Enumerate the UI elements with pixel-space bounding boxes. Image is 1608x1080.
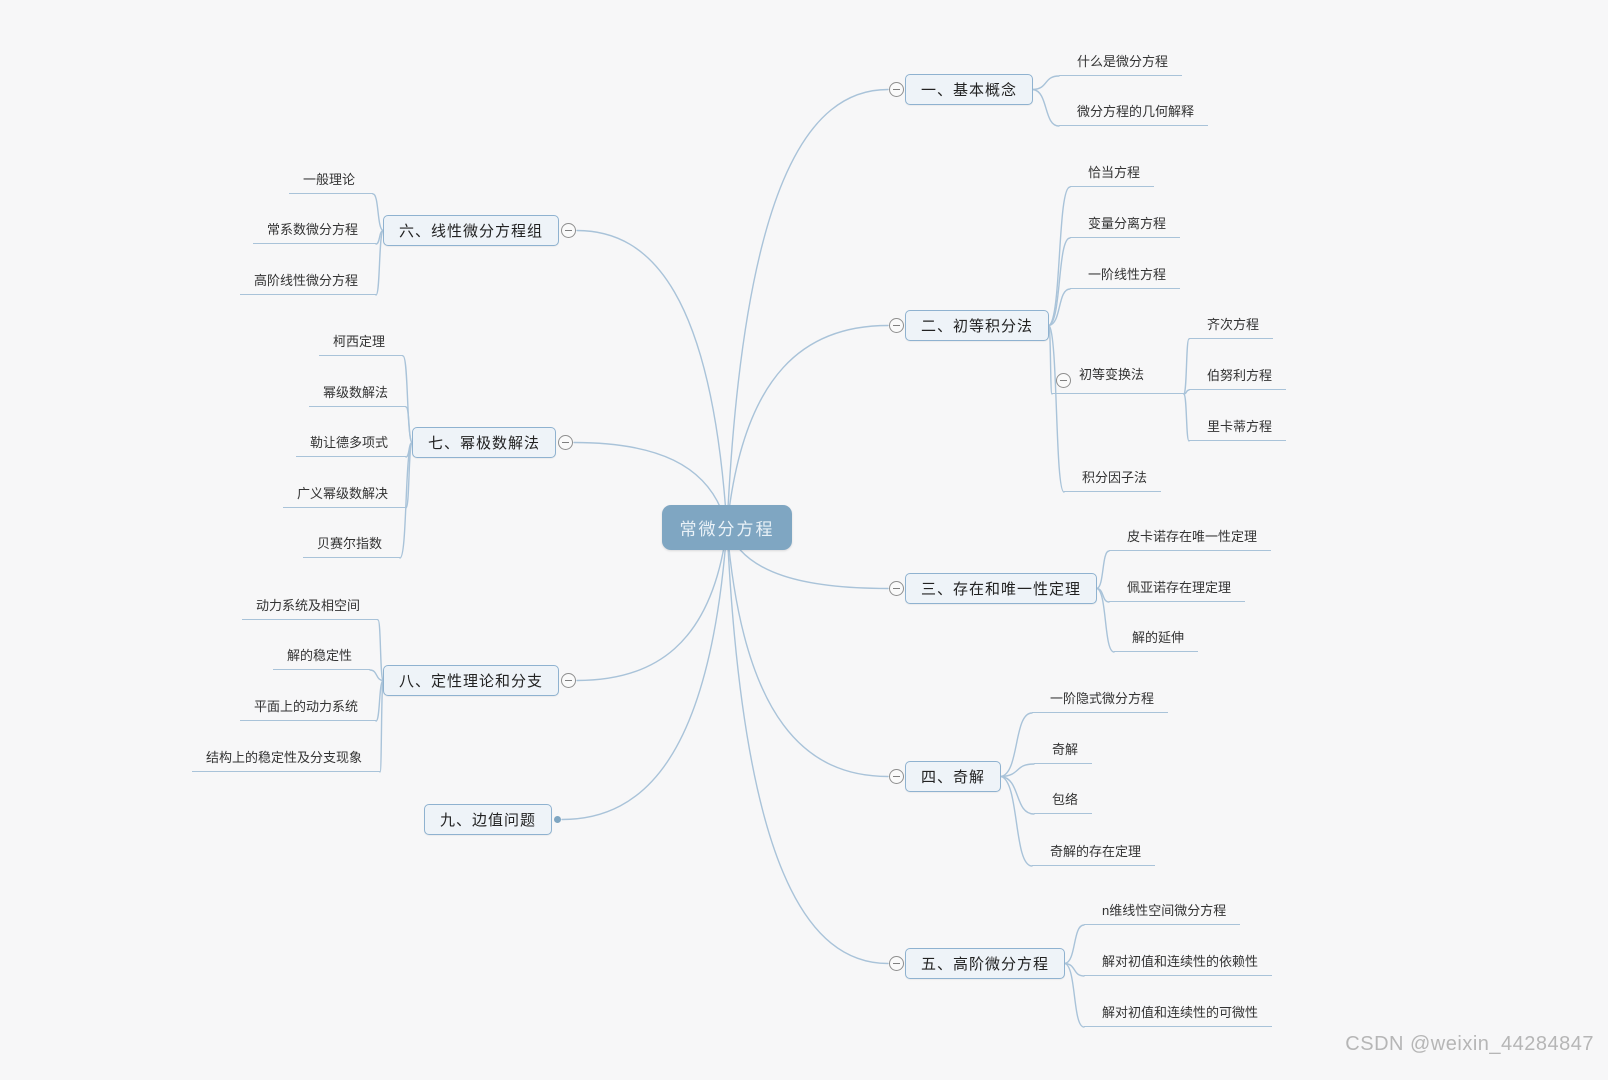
collapse-icon[interactable] xyxy=(1056,373,1071,388)
minus-icon xyxy=(562,442,570,443)
branch-singular-solutions[interactable]: 四、奇解 xyxy=(905,761,1002,792)
minus-icon xyxy=(893,776,900,777)
leaf-topic[interactable]: 广义幂级数解决 xyxy=(283,486,407,508)
leaf-topic[interactable]: 里卡蒂方程 xyxy=(1189,419,1287,441)
minus-icon xyxy=(565,230,573,231)
leaf-topic[interactable]: 高阶线性微分方程 xyxy=(240,273,377,295)
collapse-icon[interactable] xyxy=(889,769,904,784)
collapse-icon[interactable] xyxy=(561,223,577,238)
branch-existence-uniqueness[interactable]: 三、存在和唯一性定理 xyxy=(905,573,1098,604)
leaf-topic[interactable]: 恰当方程 xyxy=(1070,165,1155,187)
collapse-icon[interactable] xyxy=(889,956,904,971)
leaf-topic[interactable]: 平面上的动力系统 xyxy=(240,699,377,721)
leaf-topic[interactable]: 一阶隐式微分方程 xyxy=(1032,691,1169,713)
leaf-topic[interactable]: 解的稳定性 xyxy=(273,648,371,670)
minus-icon xyxy=(893,89,900,90)
root-topic-ode[interactable]: 常微分方程 xyxy=(662,505,792,550)
leaf-topic[interactable]: 齐次方程 xyxy=(1189,317,1274,339)
leaf-topic[interactable]: 贝赛尔指数 xyxy=(303,536,401,558)
leaf-topic[interactable]: 什么是微分方程 xyxy=(1059,54,1183,76)
minus-icon xyxy=(893,588,900,589)
collapse-icon[interactable] xyxy=(889,581,904,596)
branch-power-series-methods[interactable]: 七、幂极数解法 xyxy=(412,427,557,458)
leaf-topic[interactable]: 伯努利方程 xyxy=(1189,368,1287,390)
collapse-icon[interactable] xyxy=(558,435,574,450)
branch-end-dot-icon xyxy=(554,816,562,823)
minus-icon xyxy=(893,963,900,964)
leaf-topic[interactable]: 皮卡诺存在唯一性定理 xyxy=(1109,529,1272,551)
branch-basic-concepts[interactable]: 一、基本概念 xyxy=(905,74,1034,105)
branch-qualitative-theory[interactable]: 八、定性理论和分支 xyxy=(383,665,560,696)
collapse-icon[interactable] xyxy=(889,82,904,97)
watermark: CSDN @weixin_44284847 xyxy=(1345,1033,1594,1055)
minus-icon xyxy=(893,325,900,326)
minus-icon xyxy=(565,680,573,681)
collapse-icon[interactable] xyxy=(889,318,904,333)
leaf-topic[interactable]: 解的延伸 xyxy=(1114,630,1199,652)
branch-higher-order-odes[interactable]: 五、高阶微分方程 xyxy=(905,948,1066,979)
leaf-topic[interactable]: 一阶线性方程 xyxy=(1070,267,1181,289)
branch-boundary-value-problems[interactable]: 九、边值问题 xyxy=(424,804,553,835)
leaf-topic[interactable]: 结构上的稳定性及分支现象 xyxy=(192,750,381,772)
leaf-topic[interactable]: 佩亚诺存在理定理 xyxy=(1109,580,1246,602)
leaf-topic[interactable]: 微分方程的几何解释 xyxy=(1059,104,1209,126)
leaf-topic[interactable]: 变量分离方程 xyxy=(1070,216,1181,238)
leaf-topic[interactable]: 勒让德多项式 xyxy=(296,435,407,457)
leaf-topic[interactable]: 奇解的存在定理 xyxy=(1032,844,1156,866)
leaf-topic[interactable]: 解对初值和连续性的依赖性 xyxy=(1084,954,1273,976)
leaf-topic[interactable]: 包络 xyxy=(1034,792,1093,814)
leaf-topic[interactable]: 幂级数解法 xyxy=(309,385,407,407)
topic-label: 初等变换法 xyxy=(1079,367,1145,382)
branch-elementary-integration[interactable]: 二、初等积分法 xyxy=(905,310,1050,341)
leaf-topic[interactable]: 一般理论 xyxy=(289,172,374,194)
leaf-topic[interactable]: 积分因子法 xyxy=(1064,470,1162,492)
leaf-topic[interactable]: 解对初值和连续性的可微性 xyxy=(1084,1005,1273,1027)
leaf-topic[interactable]: 动力系统及相空间 xyxy=(242,598,379,620)
leaf-topic[interactable]: 常系数微分方程 xyxy=(253,222,377,244)
leaf-topic[interactable]: 奇解 xyxy=(1034,742,1093,764)
minus-icon xyxy=(1060,380,1067,381)
leaf-topic[interactable]: n维线性空间微分方程 xyxy=(1084,903,1241,925)
subtopic-transform-methods[interactable]: 初等变换法 xyxy=(1052,367,1185,394)
collapse-icon[interactable] xyxy=(561,673,577,688)
branch-linear-ode-systems[interactable]: 六、线性微分方程组 xyxy=(383,215,560,246)
leaf-topic[interactable]: 柯西定理 xyxy=(319,334,404,356)
